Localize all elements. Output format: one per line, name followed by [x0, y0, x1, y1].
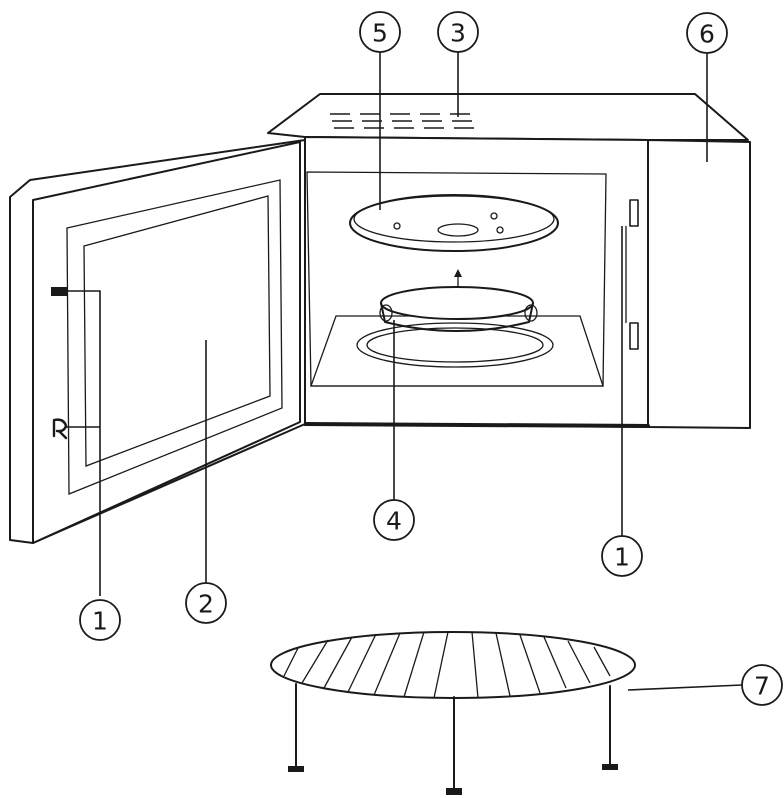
callout-3: 3 — [438, 12, 478, 52]
door-face — [33, 142, 300, 543]
grill-rack — [271, 632, 635, 795]
callout-label: 1 — [614, 543, 630, 572]
callout-4: 4 — [374, 500, 414, 540]
microwave-door — [10, 140, 305, 543]
callout-label: 5 — [372, 19, 388, 48]
callout-label: 4 — [386, 507, 402, 536]
callout-1-door: 1 — [80, 600, 120, 640]
cabinet-front — [305, 137, 648, 427]
callout-label: 6 — [699, 20, 715, 49]
callout-2: 2 — [186, 583, 226, 623]
callout-7: 7 — [742, 665, 782, 705]
callout-1-frame: 1 — [602, 536, 642, 576]
cabinet-base — [305, 424, 648, 426]
callout-label: 2 — [198, 590, 214, 619]
callout-6: 6 — [687, 13, 727, 53]
microwave-cabinet — [268, 94, 750, 428]
cabinet-top — [268, 94, 748, 140]
callout-label: 3 — [450, 19, 466, 48]
callout-label: 1 — [92, 607, 108, 636]
glass-tray — [350, 195, 558, 251]
control-panel — [648, 140, 750, 428]
callout-label: 7 — [754, 672, 770, 701]
callout-5: 5 — [360, 12, 400, 52]
